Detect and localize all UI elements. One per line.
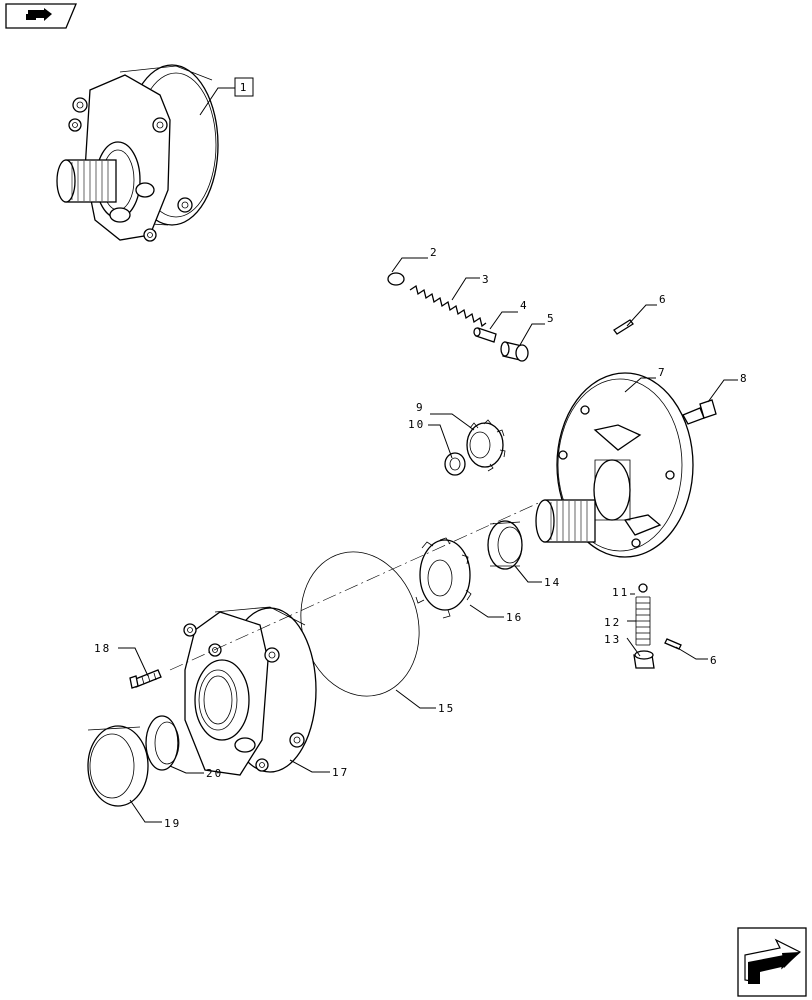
callout-4[interactable]: 4 (520, 299, 529, 312)
plug-part-5 (500, 341, 529, 362)
callout-12[interactable]: 12 (604, 616, 621, 629)
bushing-part-14 (487, 520, 523, 570)
dowel-pin-part-6-lower (664, 638, 682, 650)
callout-14[interactable]: 14 (544, 576, 561, 589)
bolt-part-8 (682, 399, 717, 425)
callout-17[interactable]: 17 (332, 766, 349, 779)
bolt-part-18 (129, 669, 162, 689)
callout-1-box (234, 77, 254, 97)
callout-18[interactable]: 18 (94, 642, 111, 655)
callout-9[interactable]: 9 (416, 401, 425, 414)
dowel-pin-part-6-upper (613, 319, 634, 335)
book-arrow-icon[interactable] (5, 3, 77, 29)
ring-part-20 (145, 715, 180, 771)
pump-assembly-part-1 (56, 64, 219, 242)
seal-part-19 (87, 725, 149, 807)
plug-part-13 (633, 650, 655, 669)
callout-6-lower[interactable]: 6 (710, 654, 719, 667)
callout-6-upper[interactable]: 6 (659, 293, 668, 306)
callout-16[interactable]: 16 (506, 611, 523, 624)
gear-part-9 (466, 419, 506, 472)
spring-part-3 (409, 284, 487, 328)
stator-flange-part-7 (535, 372, 694, 558)
callout-2[interactable]: 2 (430, 246, 439, 259)
callout-3[interactable]: 3 (482, 273, 491, 286)
needle-bearing-part-10 (444, 452, 466, 476)
callout-19[interactable]: 19 (164, 817, 181, 830)
ball-part-11 (638, 583, 648, 593)
spring-part-12 (635, 596, 651, 646)
callout-10[interactable]: 10 (408, 418, 425, 431)
leader-lines (118, 87, 738, 823)
next-page-arrow-icon[interactable] (737, 927, 807, 997)
callout-1[interactable]: 1 (240, 81, 249, 94)
snap-ring-part-2 (387, 272, 405, 286)
pin-part-4 (473, 327, 497, 343)
callout-13[interactable]: 13 (604, 633, 621, 646)
outer-gear-part-16 (415, 537, 472, 619)
callout-8[interactable]: 8 (740, 372, 749, 385)
callout-11[interactable]: 11 (612, 586, 629, 599)
center-axis-line (169, 499, 546, 671)
callout-5[interactable]: 5 (547, 312, 556, 325)
pump-housing-part-17 (183, 606, 317, 776)
callout-7[interactable]: 7 (658, 366, 667, 379)
callout-20[interactable]: 20 (206, 767, 223, 780)
callout-15[interactable]: 15 (438, 702, 455, 715)
